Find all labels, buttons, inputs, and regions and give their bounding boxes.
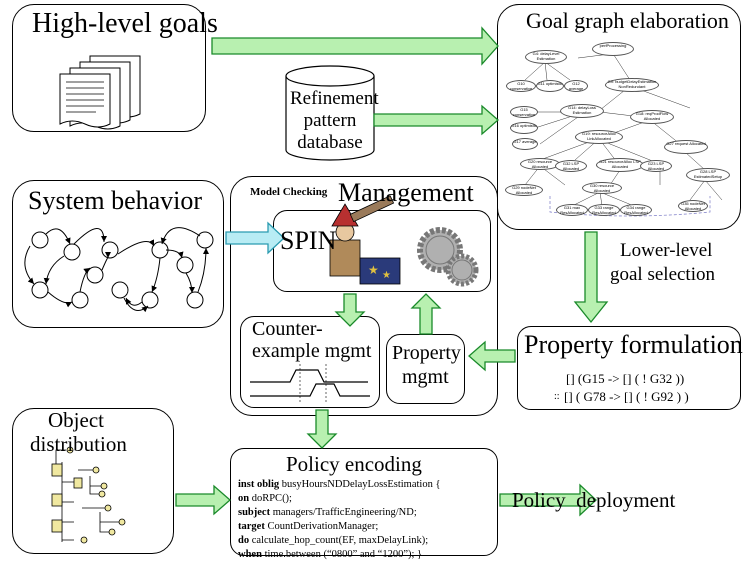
goal-node-g10: G10 conservative <box>506 80 536 92</box>
property-mgmt-box <box>386 334 465 404</box>
svg-text:★: ★ <box>382 270 391 281</box>
arrow-objects-to-policy <box>175 484 231 516</box>
code-line-6: time.between (“0800” and “1200”); } <box>261 549 423 560</box>
object-distribution-line1: Object <box>48 408 104 432</box>
svg-text:★: ★ <box>368 263 379 277</box>
goal-node-g29: G29 nodeNet Allocated <box>505 184 543 196</box>
goal-node-g9: G9: budgetDelayEstimation NonRedundant <box>605 78 659 92</box>
arrow-behavior-to-spin <box>225 221 285 255</box>
goal-node-g18: G18: reqProdFlow Allocated <box>630 110 674 124</box>
spin-label: SPIN <box>280 226 337 255</box>
code-kw-4: target <box>238 521 265 532</box>
goal-node-g23: G23 LSP Allocated <box>640 160 672 172</box>
code-line-3: managers/TrafficEngineering/ND; <box>270 507 417 518</box>
goal-node-g27: G27 request Allocated <box>664 140 708 154</box>
goal-node-g11: G11 optimistic <box>536 80 564 92</box>
state-transitions <box>24 227 209 313</box>
goal-node-perf: perfProcessing <box>592 42 634 56</box>
arrow-spin-down <box>334 293 366 327</box>
system-behavior-title: System behavior <box>28 186 203 215</box>
arrow-goals-to-graph <box>211 26 499 66</box>
goal-node-g31: G31 max ResAllocated <box>556 204 588 216</box>
policy-encoding-box <box>230 448 498 556</box>
counterexample-traces <box>250 364 370 404</box>
management-title: Management <box>338 178 474 207</box>
goal-graph-edges <box>524 51 723 207</box>
formula-1: [] (G15 -> [] ( ! G32 )) <box>566 371 685 386</box>
property-mgmt-line2: mgmt <box>402 366 449 388</box>
counterexample-box <box>240 316 380 408</box>
goal-node-g28: G28 LSP EstimatedSetup <box>686 168 730 182</box>
goal-node-g21: G21 resourceAlloc LSP Allocated <box>596 158 644 172</box>
flow-arrows <box>175 26 609 517</box>
code-line-2: doRPC(); <box>249 493 292 504</box>
formula-2: [] ( G78 -> [] ( ! G92 ) ) <box>564 389 689 404</box>
goal-node-g17: G17 average <box>512 138 538 150</box>
policy-encoding-title: Policy encoding <box>286 452 422 476</box>
object-distribution-line2: distribution <box>30 432 127 456</box>
goal-graph-title: Goal graph elaboration <box>526 8 729 33</box>
refinement-db-line1: Refinement <box>290 88 379 109</box>
code-kw-5: do <box>238 535 250 546</box>
arrow-up-to-spin <box>410 293 442 335</box>
code-kw-3: subject <box>238 507 271 518</box>
refinement-db-line3: database <box>297 132 363 153</box>
high-level-goals-title: High-level goals <box>32 8 218 39</box>
object-tree <box>51 446 126 544</box>
documents-icon <box>59 55 141 130</box>
arrow-db-to-graph <box>373 104 499 136</box>
arrow-mgmt-to-policy <box>306 409 338 449</box>
goal-node-g16: G16 optimistic <box>510 122 538 134</box>
lower-level-label: Lower-level <box>620 240 713 261</box>
arrow-policy-to-deploy <box>499 483 597 517</box>
counterexample-line2: example mgmt <box>252 340 372 362</box>
database-cylinder <box>285 65 375 161</box>
code-line-4: CountDerivationManager; <box>264 521 379 532</box>
property-formulation-title: Property formulation <box>524 330 743 359</box>
goal-node-g33: G33 range ResAllocated <box>588 204 620 216</box>
goal-node-g35: G35 nodeNet Allocated <box>678 200 708 212</box>
policy-code: inst oblig busyHoursNDDelayLossEstimatio… <box>238 478 441 562</box>
goal-node-g32: G32 LSP Allocated <box>555 160 587 172</box>
goal-node-g30: G30 resource Allocated <box>582 182 622 194</box>
code-kw-6: when <box>238 549 262 560</box>
code-line-1: busyHoursNDDelayLossEstimation { <box>279 479 441 490</box>
code-line-5: calculate_hop_count(EF, maxDelayLink); <box>249 535 429 546</box>
goal-node-g4: G4: delayLevel Estimation <box>525 50 567 64</box>
arrow-prop-to-mgmt <box>468 340 516 372</box>
goal-node-g15: G15 conservative <box>510 106 538 118</box>
goal-node-g19: G19: resourceAlloc LinkAllocated <box>575 130 623 144</box>
goal-node-g12: G12 average <box>564 80 588 92</box>
formula-2-prefix: :: <box>554 391 560 402</box>
goal-selection-label: goal selection <box>610 264 715 285</box>
refinement-db-line2: pattern <box>303 110 357 131</box>
code-kw-1: inst oblig <box>238 479 280 490</box>
gears-icon <box>417 227 479 287</box>
code-kw-2: on <box>238 493 250 504</box>
object-distribution-box <box>12 408 174 554</box>
arrow-graph-down <box>573 231 609 324</box>
policy-deployment-label: Policy deployment <box>512 488 676 512</box>
astronomer-icon: ★★ <box>329 195 401 285</box>
state-machine <box>31 231 214 309</box>
model-checking-label: Model Checking <box>250 186 328 198</box>
property-mgmt-line1: Property <box>392 342 461 364</box>
goal-node-g14: G14: delayLoss Estimation <box>560 104 604 118</box>
property-formulation-box <box>517 326 741 410</box>
goal-node-g34: G34 range ResAllocated <box>620 204 652 216</box>
counterexample-line1: Counter- <box>252 318 323 340</box>
goal-node-g20: G20 resource Allocated <box>520 158 560 170</box>
